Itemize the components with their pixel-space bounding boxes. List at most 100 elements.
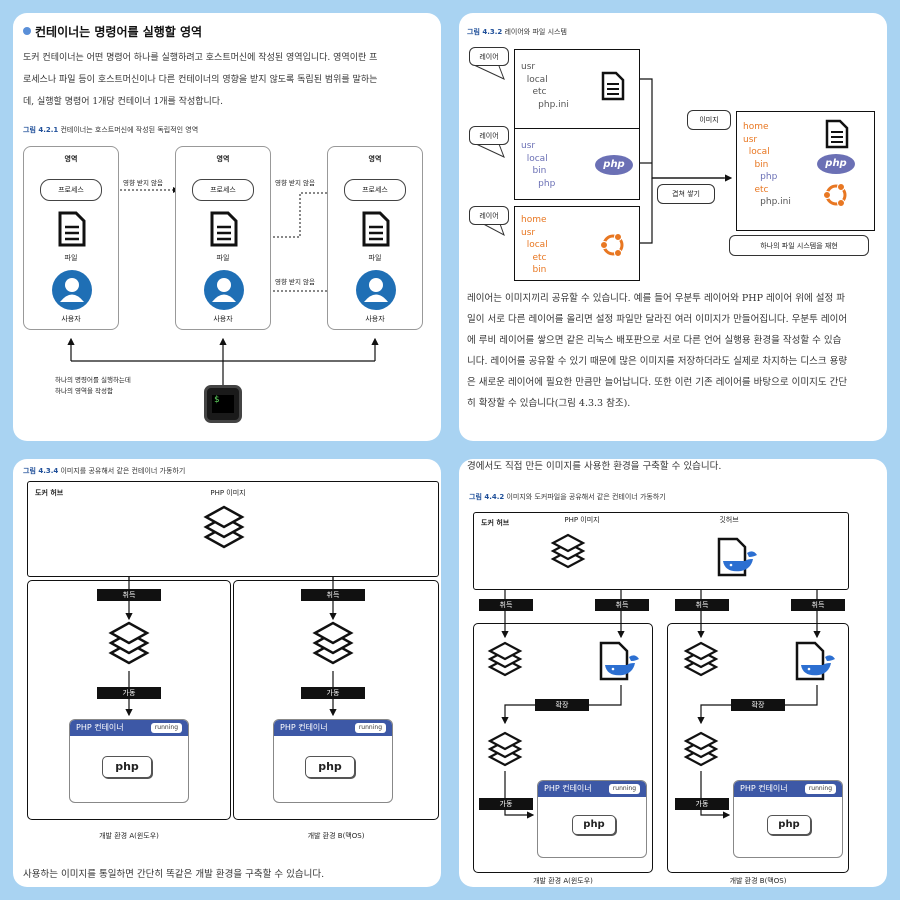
env-a-label: 개발 환경 A(윈도우) <box>99 832 159 840</box>
document-icon <box>825 119 849 149</box>
container-label: PHP 컨테이너 <box>544 784 592 793</box>
paragraph-line: 데, 실행할 명령어 1개당 컨테이너 1개를 작성합니다. <box>23 97 223 107</box>
card-dockerfile-share: 경에서도 직접 만든 이미지를 사용한 환경을 구축할 수 있습니다. 그림 4… <box>459 459 887 887</box>
docker-hub-box <box>473 512 849 590</box>
run-label: 가동 <box>97 687 161 699</box>
share-paragraph: 사용하는 이미지를 통일하면 간단히 똑같은 개발 환경을 구축할 수 있습니다… <box>23 869 325 880</box>
layers-paragraph: 레이어는 이미지끼리 공유할 수 있습니다. 예를 들어 우분투 레이어와 PH… <box>467 288 885 414</box>
figure-title: 레이어와 파일 시스템 <box>504 28 567 36</box>
container-header: PHP 컨테이너 running <box>274 720 392 736</box>
user-label: 사용자 <box>61 315 81 323</box>
layer-callout: 레이어 <box>469 47 509 66</box>
get-label: 취득 <box>595 599 649 611</box>
process-pill: 프로세스 <box>344 179 406 201</box>
running-badge: running <box>608 784 640 794</box>
figure-title: 이미지와 도커파일을 공유해서 같은 컨테이너 가동하기 <box>506 493 666 501</box>
card-layers: 그림 4.3.2 레이어와 파일 시스템 usr local etc php.i… <box>459 13 887 441</box>
image-callout: 이미지 <box>687 110 731 130</box>
extend-label: 확장 <box>731 699 785 711</box>
php-image-label: PHP 이미지 <box>564 516 600 524</box>
figure-number: 그림 4.2.1 <box>23 126 59 134</box>
user-icon <box>356 270 396 310</box>
figure-number: 그림 4.4.2 <box>469 493 505 501</box>
run-label: 가동 <box>479 798 533 810</box>
php-logo-icon: php <box>595 155 633 175</box>
note-line: 하나의 영역을 작성함 <box>55 387 113 395</box>
user-label: 사용자 <box>365 315 385 323</box>
layer-box <box>514 206 640 281</box>
area-label: 영역 <box>216 155 230 163</box>
container-header: PHP 컨테이너 running <box>538 781 646 797</box>
php-container-b: PHP 컨테이너 running <box>273 719 393 803</box>
user-icon <box>52 270 92 310</box>
paragraph-line: 일이 서로 다른 레이어를 올리면 설정 파일만 달라진 여러 이미지가 만들어… <box>467 314 848 325</box>
php-badge: php <box>305 756 355 778</box>
card-share-images: 그림 4.3.4 이미지를 공유해서 같은 컨테이너 가동하기 도커 허브 PH… <box>13 459 441 887</box>
paragraph-line: 은 새로운 레이어에 필요한 만큼만 늘어납니다. 또한 이런 기존 레이어를 … <box>467 377 848 388</box>
top-text: 경에서도 직접 만든 이미지를 사용한 환경을 구축할 수 있습니다. <box>467 461 722 472</box>
filesystem-callout: 하나의 파일 시스템을 재현 <box>729 235 869 256</box>
running-badge: running <box>804 784 836 794</box>
note-line: 하나의 명령어를 실행하는데 <box>55 376 131 384</box>
area-label: 영역 <box>64 155 78 163</box>
paragraph-line: 도커 컨테이너는 어떤 명령어 하나를 실행하려고 호스트머신에 작성된 영역입… <box>23 53 378 63</box>
run-label: 가동 <box>675 798 729 810</box>
container-label: PHP 컨테이너 <box>280 723 328 732</box>
section-paragraph: 도커 컨테이너는 어떤 명령어 하나를 실행하려고 호스트머신에 작성된 영역입… <box>23 47 438 113</box>
php-logo-icon: php <box>817 154 855 174</box>
figure-title: 이미지를 공유해서 같은 컨테이너 가동하기 <box>60 467 186 475</box>
env-a-label: 개발 환경 A(윈도우) <box>533 877 593 885</box>
extend-label: 확장 <box>535 699 589 711</box>
figure-number: 그림 4.3.4 <box>23 467 59 475</box>
figure-number: 그림 4.3.2 <box>467 28 503 36</box>
process-pill: 프로세스 <box>40 179 102 201</box>
layer-callout: 레이어 <box>469 206 509 225</box>
get-label: 취득 <box>479 599 533 611</box>
figure-caption: 그림 4.4.2 이미지와 도커파일을 공유해서 같은 컨테이너 가동하기 <box>469 492 666 502</box>
get-label: 취득 <box>675 599 729 611</box>
area-label: 영역 <box>368 155 382 163</box>
heading-bullet-icon <box>23 27 31 35</box>
process-pill: 프로세스 <box>192 179 254 201</box>
env-b-label: 개발 환경 B(맥OS) <box>307 832 365 840</box>
env-arrows <box>109 577 353 717</box>
diagram-arrows <box>67 187 379 385</box>
get-label: 취득 <box>97 589 161 601</box>
ubuntu-logo-icon <box>823 183 847 207</box>
user-label: 사용자 <box>213 315 233 323</box>
php-image-label: PHP 이미지 <box>210 489 246 497</box>
paragraph-line: 히 확장할 수 있습니다(그림 4.3.3 참조). <box>467 398 631 409</box>
container-label: PHP 컨테이너 <box>76 723 124 732</box>
document-icon <box>362 211 390 247</box>
layer-tree: usr local bin php <box>521 141 556 189</box>
docker-hub-label: 도커 허브 <box>35 489 64 497</box>
document-icon <box>601 71 625 101</box>
github-label: 깃허브 <box>719 516 739 524</box>
user-icon <box>204 270 244 310</box>
get-label: 취득 <box>791 599 845 611</box>
env-b-label: 개발 환경 B(맥OS) <box>729 877 787 885</box>
figure-caption: 그림 4.2.1 컨테이너는 호스트머신에 작성된 독립적인 영역 <box>23 125 198 135</box>
section-heading: 컨테이너는 명령어를 실행할 영역 <box>35 25 203 39</box>
php-container-a: PHP 컨테이너 running <box>537 780 647 858</box>
terminal-prompt: $ <box>212 395 234 413</box>
document-icon <box>210 211 238 247</box>
running-badge: running <box>354 723 386 733</box>
paragraph-line: 니다. 레이어를 공유할 수 있기 때문에 많은 이미지를 저장하더라도 실제로… <box>467 356 848 367</box>
run-label: 가동 <box>301 687 365 699</box>
document-icon <box>58 211 86 247</box>
paragraph-line: 에 루비 레이어를 쌓으면 같은 리눅스 배포판으로 서로 다른 언어 실행용 … <box>467 335 842 346</box>
figure-caption: 그림 4.3.4 이미지를 공유해서 같은 컨테이너 가동하기 <box>23 466 185 476</box>
php-badge: php <box>102 756 152 778</box>
file-label: 파일 <box>368 254 382 262</box>
file-label: 파일 <box>216 254 230 262</box>
bottom-note: 하나의 명령어를 실행하는데 하나의 영역을 작성함 <box>55 375 131 397</box>
overlay-callout: 겹쳐 쌓기 <box>657 184 715 204</box>
image-box <box>736 111 875 231</box>
php-badge: php <box>767 815 811 835</box>
terminal-icon: $ <box>204 385 242 423</box>
php-badge: php <box>572 815 616 835</box>
